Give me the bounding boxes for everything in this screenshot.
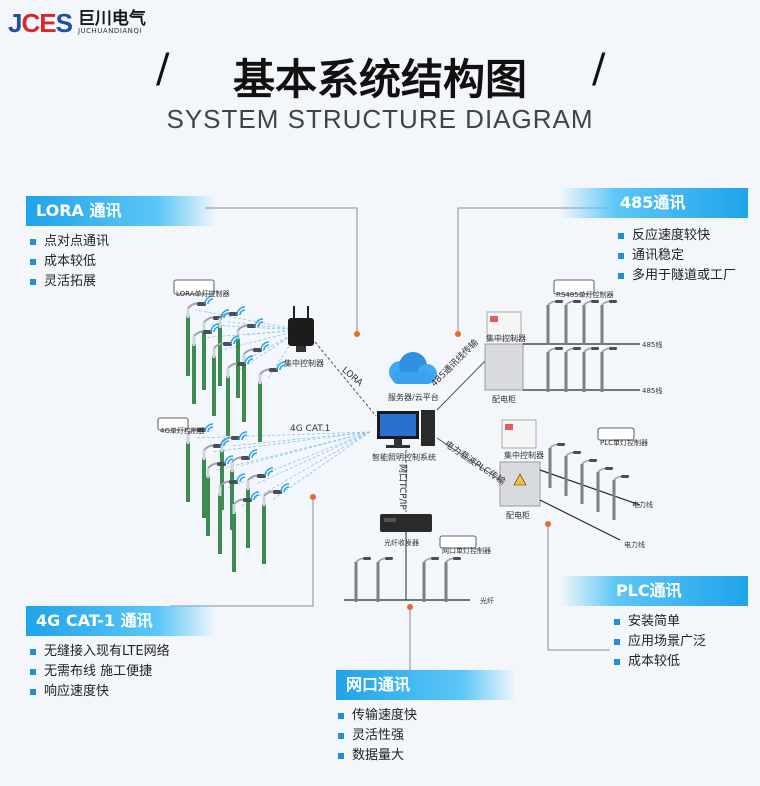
fiber-transceiver-label: 光纤收发器 xyxy=(384,539,419,547)
list-item: 安装简单 xyxy=(612,612,706,632)
company-logo: JCES 巨川电气 JUCHUANDIANQI xyxy=(8,6,146,40)
cat1-section-title: 4G CAT-1 通讯 xyxy=(26,606,216,636)
fiber-label: 光纤 xyxy=(480,597,494,605)
plc-section-title: PLC通讯 xyxy=(560,576,748,606)
net-feature-list: 传输速度快 灵活性强 数据量大 xyxy=(336,706,417,766)
link-net-label: 网口TCP/IP xyxy=(397,464,407,510)
cat1-feature-list: 无缝接入现有LTE网络 无需布线 施工便捷 响应速度快 xyxy=(28,642,170,702)
lora-concentrator-device xyxy=(288,306,314,352)
page-title: 基本系统结构图 xyxy=(232,55,527,104)
list-item: 无缝接入现有LTE网络 xyxy=(28,642,170,662)
rs485-line-label-1: 485线 xyxy=(642,341,663,349)
list-item: 应用场景广泛 xyxy=(612,632,706,652)
plc-concentrator-label: 集中控制器 xyxy=(504,451,544,460)
power-line-label-1: 电力线 xyxy=(632,501,653,509)
list-item: 响应速度快 xyxy=(28,682,170,702)
list-item: 通讯稳定 xyxy=(616,246,736,266)
cat1-controller-label: 4G单灯控制器 xyxy=(160,427,205,435)
cloud-label: 服务器/云平台 xyxy=(388,393,439,402)
logo-mark: JCES xyxy=(8,7,73,38)
link-cat1-label: 4G CAT.1 xyxy=(290,424,331,434)
rs485-line-label-2: 485线 xyxy=(642,387,663,395)
controller-boxes xyxy=(157,279,635,549)
list-item: 反应速度较快 xyxy=(616,226,736,246)
list-item: 点对点通讯 xyxy=(28,232,109,252)
lora-feature-list: 点对点通讯 成本较低 灵活拓展 xyxy=(28,232,109,292)
title-slash-right: / xyxy=(592,46,606,92)
rs485-cabinet-label: 配电柜 xyxy=(492,395,516,404)
plc-cabinet-label: 配电柜 xyxy=(506,511,530,520)
lora-controller-label: LORA单灯控制器 xyxy=(176,290,230,298)
rs485-lamps xyxy=(545,299,618,393)
rs485-feature-list: 反应速度较快 通讯稳定 多用于隧道或工厂 xyxy=(616,226,736,286)
cloud-icon xyxy=(389,352,437,384)
callout-lines xyxy=(170,207,610,670)
page-subtitle: SYSTEM STRUCTURE DIAGRAM xyxy=(166,104,594,134)
fiber-transceiver-device xyxy=(380,514,432,532)
cat1-rays xyxy=(195,431,371,507)
rs485-cabinet-device xyxy=(484,311,524,391)
computer-icon xyxy=(377,410,435,448)
power-line-label-2: 电力线 xyxy=(624,541,645,549)
plc-controller-label: PLC单灯控制器 xyxy=(600,439,649,447)
list-item: 传输速度快 xyxy=(336,706,417,726)
list-item: 数据量大 xyxy=(336,746,417,766)
logo-cn: 巨川电气 xyxy=(77,9,146,29)
title-slash-left: / xyxy=(156,46,170,92)
plc-lamps xyxy=(547,442,630,521)
list-item: 灵活性强 xyxy=(336,726,417,746)
logo-en: JUCHUANDIANQI xyxy=(77,27,142,35)
fiber-lamps xyxy=(353,556,462,603)
lora-concentrator-label: 集中控制器 xyxy=(284,359,324,368)
system-label: 智能照明控制系统 xyxy=(372,453,436,462)
rs485-section-title: 485通讯 xyxy=(560,188,748,218)
rs485-concentrator-label: 集中控制器 xyxy=(486,334,526,343)
list-item: 成本较低 xyxy=(612,652,706,672)
plc-feature-list: 安装简单 应用场景广泛 成本较低 xyxy=(612,612,706,672)
list-item: 灵活拓展 xyxy=(28,272,109,292)
list-item: 成本较低 xyxy=(28,252,109,272)
net-section-title: 网口通讯 xyxy=(336,670,516,700)
list-item: 多用于隧道或工厂 xyxy=(616,266,736,286)
plc-cabinet-device xyxy=(499,419,541,507)
callout-dots xyxy=(310,331,551,610)
lora-section-title: LORA 通讯 xyxy=(26,196,216,226)
list-item: 无需布线 施工便捷 xyxy=(28,662,170,682)
rs485-controller-label: RS485单灯控制器 xyxy=(556,291,614,299)
net-controller-label: 网口单灯控制器 xyxy=(442,547,491,555)
